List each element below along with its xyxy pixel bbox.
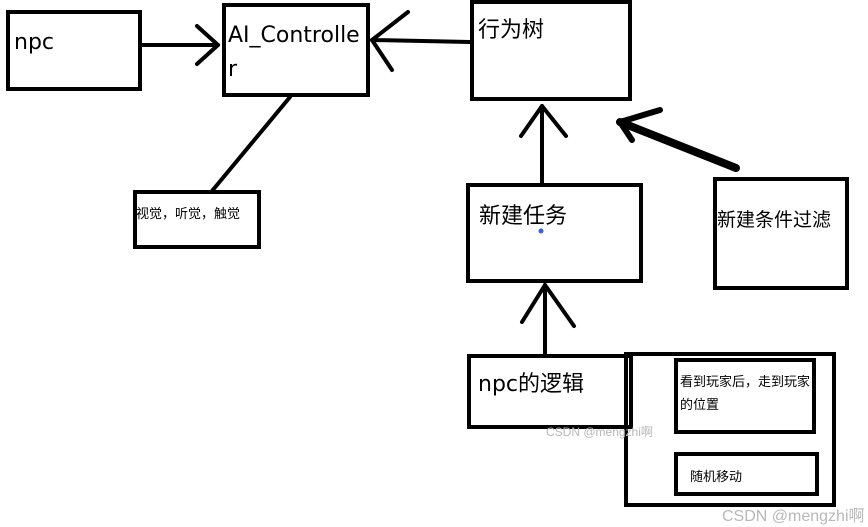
- watermark-corner: CSDN @mengzhi啊: [722, 508, 865, 525]
- condition-filter-box: [713, 177, 849, 290]
- behavior-tree-label: 行为树: [478, 18, 545, 43]
- arrow-filter-to-tree: [616, 118, 740, 172]
- arrowhead-controller-right: [370, 10, 410, 72]
- senses-label: 视觉，听觉，触觉: [136, 207, 241, 222]
- new-task-label: 新建任务: [479, 204, 568, 229]
- npc-label: npc: [14, 30, 55, 55]
- watermark-center: CSDN @mengzhi啊: [546, 425, 653, 439]
- connector-controller-senses: [210, 95, 292, 193]
- see-player-label: 看到玩家后，走到玩家的位置: [680, 375, 811, 413]
- ai-controller-box: [222, 3, 370, 97]
- arrow-tree-to-controller: [370, 38, 472, 44]
- npc-box: [6, 10, 142, 91]
- random-move-box: [674, 452, 819, 496]
- npc-logic-box: [467, 354, 633, 429]
- arrowhead-tree-bottom: [519, 104, 568, 138]
- logic-group-box: [624, 352, 836, 507]
- random-move-label: 随机移动: [690, 470, 743, 485]
- behavior-tree-box: [470, 0, 632, 101]
- arrowhead-task-bottom: [520, 283, 576, 328]
- center-dot: [538, 228, 544, 234]
- see-player-box: [674, 358, 816, 434]
- condition-filter-label: 新建条件过滤: [717, 209, 832, 231]
- arrowhead-tree-right: [617, 107, 663, 143]
- npc-logic-label: npc的逻辑: [478, 372, 585, 397]
- arrowhead-controller: [195, 24, 220, 66]
- ai-controller-label: AI_Controller: [228, 23, 360, 83]
- new-task-box: [466, 183, 643, 283]
- senses-box: [133, 190, 261, 249]
